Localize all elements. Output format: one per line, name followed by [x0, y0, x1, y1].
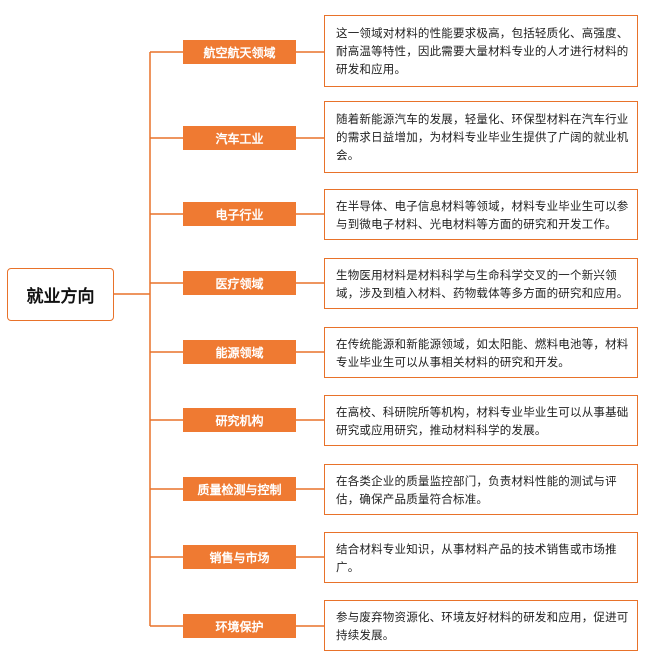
category-label: 医疗领域	[215, 276, 264, 291]
category-node: 汽车工业	[183, 126, 296, 150]
root-node: 就业方向	[7, 268, 114, 321]
description-box: 参与废弃物资源化、环境友好材料的研发和应用，促进可持续发展。	[324, 600, 638, 651]
category-node: 能源领域	[183, 340, 296, 364]
description-text: 参与废弃物资源化、环境友好材料的研发和应用，促进可持续发展。	[336, 609, 629, 642]
description-text: 在各类企业的质量监控部门，负责材料性能的测试与评估，确保产品质量符合标准。	[336, 473, 617, 506]
description-box: 生物医用材料是材料科学与生命科学交叉的一个新兴领域，涉及到植入材料、药物载体等多…	[324, 258, 638, 309]
category-node: 环境保护	[183, 614, 296, 638]
category-label: 汽车工业	[215, 131, 264, 146]
category-label: 环境保护	[215, 619, 264, 634]
description-box: 这一领域对材料的性能要求极高，包括轻质化、高强度、耐高温等特性，因此需要大量材料…	[324, 15, 638, 87]
description-box: 在半导体、电子信息材料等领域，材料专业毕业生可以参与到微电子材料、光电材料等方面…	[324, 189, 638, 240]
category-label: 销售与市场	[209, 550, 270, 565]
category-node: 医疗领域	[183, 271, 296, 295]
root-label: 就业方向	[26, 287, 95, 307]
description-box: 随着新能源汽车的发展，轻量化、环保型材料在汽车行业的需求日益增加，为材料专业毕业…	[324, 101, 638, 173]
description-text: 随着新能源汽车的发展，轻量化、环保型材料在汽车行业的需求日益增加，为材料专业毕业…	[336, 112, 629, 162]
description-box: 在各类企业的质量监控部门，负责材料性能的测试与评估，确保产品质量符合标准。	[324, 464, 638, 515]
category-node: 研究机构	[183, 408, 296, 432]
category-label: 电子行业	[215, 207, 264, 222]
category-node: 电子行业	[183, 202, 296, 226]
description-text: 在传统能源和新能源领域，如太阳能、燃料电池等，材料专业毕业生可以从事相关材料的研…	[336, 336, 629, 369]
description-text: 在高校、科研院所等机构，材料专业毕业生可以从事基础研究或应用研究，推动材料科学的…	[336, 404, 629, 437]
description-text: 这一领域对材料的性能要求极高，包括轻质化、高强度、耐高温等特性，因此需要大量材料…	[336, 26, 629, 76]
description-box: 结合材料专业知识，从事材料产品的技术销售或市场推广。	[324, 532, 638, 583]
description-text: 生物医用材料是材料科学与生命科学交叉的一个新兴领域，涉及到植入材料、药物载体等多…	[336, 267, 629, 300]
category-node: 销售与市场	[183, 545, 296, 569]
description-box: 在传统能源和新能源领域，如太阳能、燃料电池等，材料专业毕业生可以从事相关材料的研…	[324, 327, 638, 378]
description-text: 在半导体、电子信息材料等领域，材料专业毕业生可以参与到微电子材料、光电材料等方面…	[336, 198, 629, 231]
description-text: 结合材料专业知识，从事材料产品的技术销售或市场推广。	[336, 541, 617, 574]
category-node: 航空航天领域	[183, 40, 296, 64]
category-label: 航空航天领域	[203, 45, 276, 60]
category-label: 质量检测与控制	[197, 482, 282, 497]
category-node: 质量检测与控制	[183, 477, 296, 501]
description-box: 在高校、科研院所等机构，材料专业毕业生可以从事基础研究或应用研究，推动材料科学的…	[324, 395, 638, 446]
category-label: 能源领域	[215, 345, 264, 360]
category-label: 研究机构	[215, 413, 264, 428]
